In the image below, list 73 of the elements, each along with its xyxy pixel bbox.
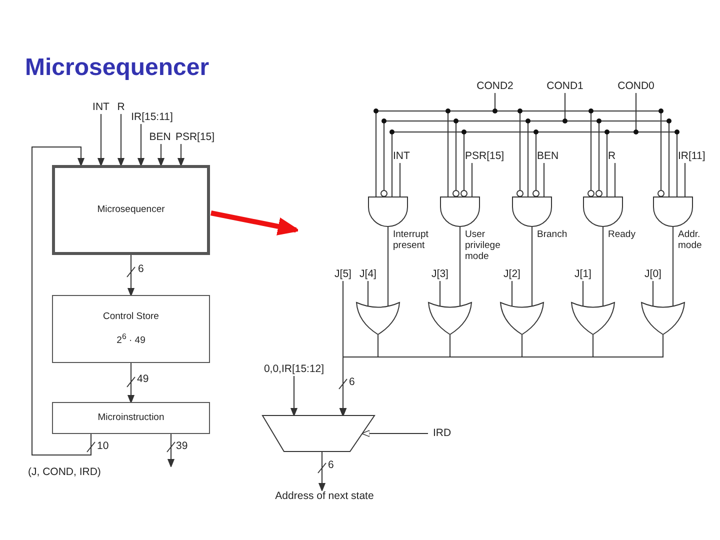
signal-label: J[0] [642,268,664,281]
or-gate-symbol [356,302,400,335]
bus-width-label: 6 [138,263,144,276]
signal-label: 0,0,IR[15:12] [256,363,332,376]
connector [652,280,654,308]
block-box [52,295,210,363]
connector [339,334,664,416]
connector [361,430,428,438]
signal-label: INT [393,150,410,163]
signal-label: Address of next state [262,490,387,503]
connector [602,226,604,308]
connector [614,162,616,198]
bus-width-label: 10 [97,440,109,453]
and-gate-symbol [440,190,480,227]
connector [318,452,326,492]
signal-label: BEN [537,150,559,163]
signal-label: PSR[15] [172,131,218,144]
signal-label: J[3] [429,268,451,281]
signal-label: COND2 [475,80,515,93]
or-gate-symbol [500,302,544,335]
connector [684,162,686,198]
note-text: (J, COND, IRD) [28,466,101,479]
signal-label: J[5] [332,268,354,281]
and-gate-symbol [512,190,552,227]
gate-caption: Ready [608,229,636,240]
block-box [52,402,210,434]
signal-label: IR[11] [678,150,706,163]
signal-label: J[1] [572,268,594,281]
and-gate-symbol [368,190,408,227]
signal-label: COND1 [545,80,585,93]
connector [97,114,105,166]
and-gate-symbol [653,190,693,227]
signal-label: INT [89,101,113,114]
signal-label: R [115,101,127,114]
block-label: Control Store [103,310,159,323]
multiplexer-symbol [262,415,375,452]
signal-label: COND0 [616,80,656,93]
signal-label: IRD [430,427,454,440]
or-gate-symbol [641,302,685,335]
block-label: 2$^{6}$ · 49 [116,330,146,348]
gate-caption: Addr. mode [678,229,703,251]
connector [177,144,185,166]
or-gate-symbol [428,302,472,335]
gate-caption: Interrupt present [393,229,430,251]
signal-label: IR[15:11] [126,111,178,124]
gate-caption: Branch [537,229,568,240]
connector [157,144,165,166]
connector [117,114,125,166]
connector [137,124,145,166]
block-label: Microsequencer [97,204,165,216]
connector [127,362,135,404]
bus-width-label: 39 [176,440,188,453]
connector [127,254,135,296]
signal-label: BEN [147,131,173,144]
bus-width-label: 6 [349,376,355,389]
connector [32,146,92,456]
diagram-title: Microsequencer [25,54,210,82]
connector [582,280,584,308]
connector [167,434,175,468]
bus-width-label: 49 [137,373,149,386]
signal-label: R [608,150,616,163]
bus-width-label: 6 [328,459,334,472]
gate-caption: User privilege mode [465,229,502,262]
pointer-arrow [210,210,299,236]
block-box [52,165,210,255]
signal-label: PSR[15] [465,150,504,163]
signal-label: J[2] [501,268,523,281]
block-label: Microinstruction [98,412,164,424]
connector [672,226,674,308]
connector [290,376,298,416]
and-gate-symbol [583,190,623,227]
or-gate-symbol [571,302,615,335]
signal-label: J[4] [357,268,379,281]
